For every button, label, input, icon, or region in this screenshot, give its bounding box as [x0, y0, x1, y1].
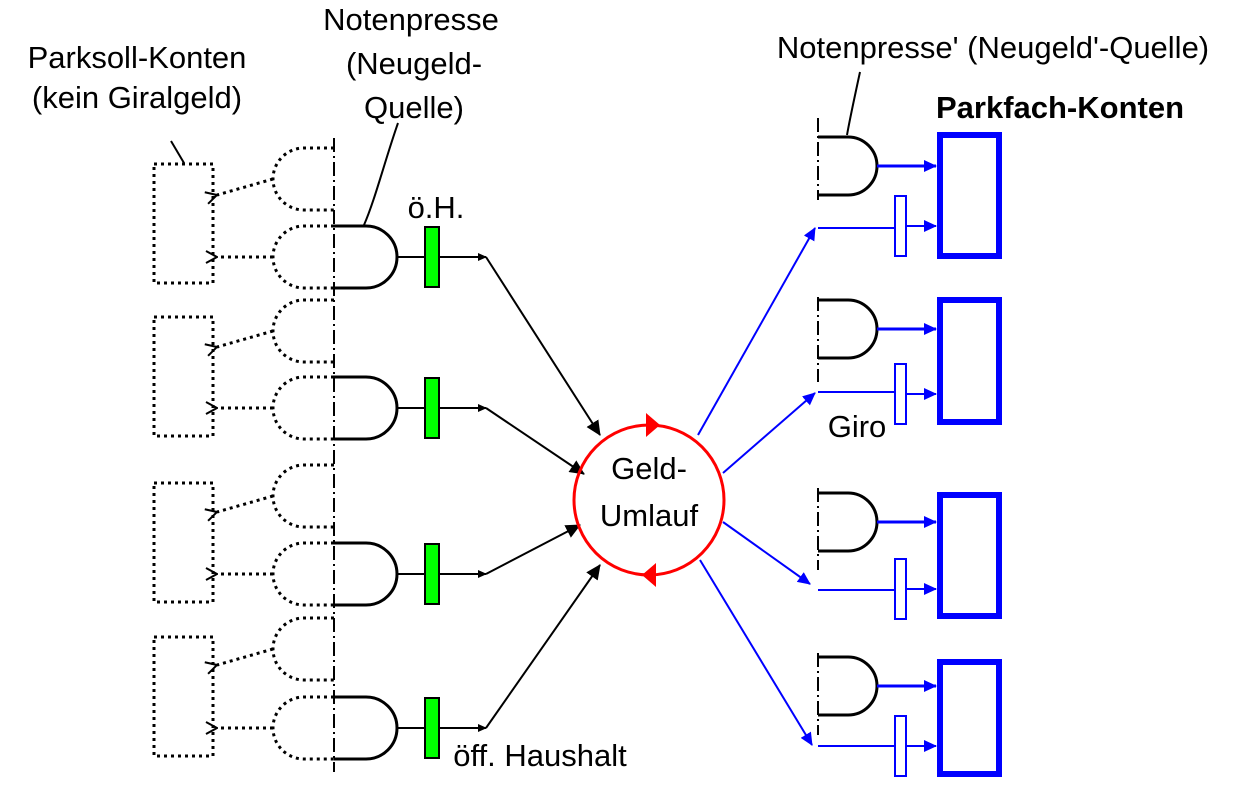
- giro-box: [894, 363, 907, 425]
- geld-label: Geld-: [611, 451, 687, 486]
- giro-lines: [818, 227, 895, 747]
- public-budget-box: [424, 543, 440, 605]
- parksoll-box: [152, 315, 215, 438]
- parksoll-boxes: [152, 162, 215, 758]
- parksoll-leader-line: [170, 140, 185, 164]
- giro-boxes: [894, 195, 907, 777]
- oeff-haushalt-label: öff. Haushalt: [453, 738, 627, 773]
- parksoll-arrows: [217, 177, 274, 728]
- public-budget-box: [424, 377, 440, 439]
- notenpresse-sublabel-1: (Neugeld-: [346, 46, 482, 81]
- public-budget-flows: [397, 253, 487, 732]
- giro-label: Giro: [828, 409, 887, 444]
- parksoll-box: [152, 481, 215, 604]
- public-budget-box: [424, 697, 440, 759]
- parkfach-box: [937, 132, 1002, 259]
- giro-box: [894, 195, 907, 257]
- parkfach-box: [937, 492, 1002, 619]
- dotted-gates-upper: [271, 146, 334, 682]
- parksoll-konten-sublabel: (kein Giralgeld): [32, 80, 242, 115]
- giro-box: [894, 558, 907, 620]
- circulation-arrowhead-top: [646, 413, 660, 437]
- giro-box: [894, 715, 907, 777]
- inflow-arrows: [485, 256, 601, 729]
- notenpresse-sublabel-2: Quelle): [364, 90, 464, 125]
- giro-to-parkfach-arrows: [906, 220, 937, 752]
- dotted-gates-lower: [271, 224, 334, 761]
- gate-to-parkfach-arrows: [877, 160, 937, 692]
- parkfach-box: [937, 297, 1002, 425]
- notenpresse-gates: [334, 224, 399, 761]
- parkfach-boxes: [937, 132, 1002, 777]
- parksoll-box: [152, 635, 215, 758]
- circulation-arrowhead-bottom: [642, 563, 656, 587]
- oeh-label: ö.H.: [408, 190, 465, 225]
- notenpresse-prime-gates: [818, 135, 879, 717]
- parkfach-konten-label: Parkfach-Konten: [936, 90, 1184, 125]
- notenpresse-leader-line: [363, 122, 399, 226]
- notenpresse-prime-leader-line: [846, 71, 861, 136]
- notenpresse-prime-label: Notenpresse' (Neugeld'-Quelle): [777, 30, 1209, 65]
- public-budget-box: [424, 226, 440, 288]
- notenpresse-label: Notenpresse: [323, 2, 499, 37]
- parksoll-konten-label: Parksoll-Konten: [28, 40, 247, 75]
- outflow-arrows: [697, 227, 816, 746]
- parksoll-box: [152, 162, 215, 285]
- public-budget-boxes: [424, 226, 440, 759]
- umlauf-label: Umlauf: [600, 498, 699, 533]
- parkfach-box: [937, 659, 1002, 777]
